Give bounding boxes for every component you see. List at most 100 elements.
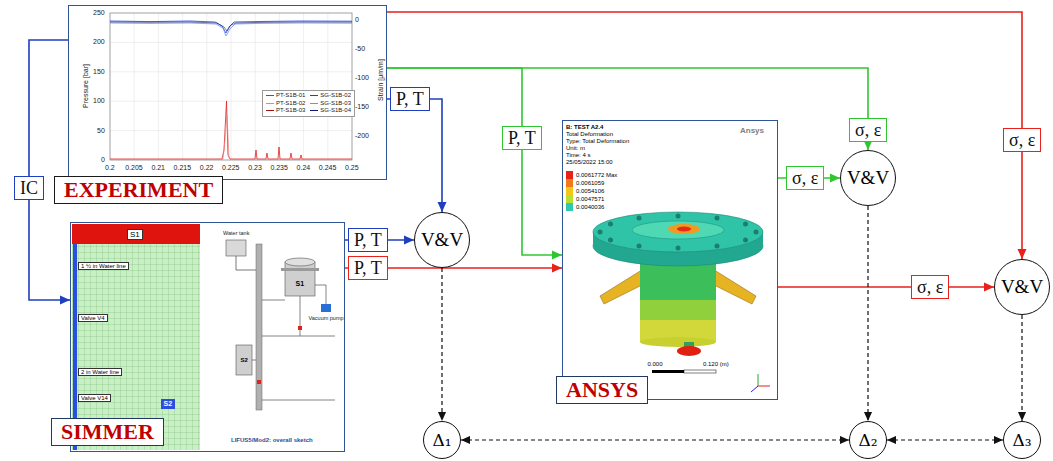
annotation: LIFUS5/Mod2: overall sketch	[231, 437, 313, 444]
legend-text: SG-S1B-02	[320, 92, 351, 100]
pressure-line	[110, 115, 352, 160]
annotation: B: TEST A2.4	[566, 124, 603, 131]
circle-label: V&V	[421, 229, 463, 251]
connector	[778, 286, 994, 288]
strain-line	[110, 23, 352, 36]
legend-item: SG-S1B-02	[310, 92, 351, 100]
vacuum-pump	[321, 304, 331, 312]
connector-label: σ, ε	[911, 275, 949, 299]
connector-label: σ, ε	[1003, 128, 1041, 152]
annotation: 1 ½ in Water line	[78, 262, 129, 271]
annotation: -200	[355, 132, 369, 140]
vessel-region	[72, 224, 200, 244]
bolts	[598, 214, 759, 251]
annotation: Valve V4	[78, 314, 108, 323]
connector-label: P, T	[348, 228, 388, 252]
connector	[1021, 315, 1022, 421]
annotation: -100	[355, 74, 369, 82]
annotation: 0.0054106	[576, 188, 604, 195]
bolt	[637, 243, 642, 248]
annotation: 0.23	[248, 164, 262, 172]
colorbar	[566, 171, 573, 179]
annotation: Strain [μm/m]	[377, 59, 385, 101]
bolt	[598, 230, 603, 235]
annotation: 0.0040036	[576, 204, 604, 211]
annotation: 0	[101, 156, 105, 164]
bolt	[743, 238, 748, 243]
legend-item: SG-S1B-03	[310, 100, 351, 108]
circle-content: V&V	[847, 167, 889, 189]
legend-item: PT-S1B-03	[266, 107, 305, 115]
connector	[29, 40, 70, 300]
simmer-panel: SIMMER	[70, 222, 345, 452]
connector	[867, 206, 868, 421]
axis-triad	[758, 374, 759, 386]
annotation: Water tank	[223, 230, 249, 236]
legend-line-sample	[310, 95, 318, 96]
colorbar	[566, 195, 573, 203]
annotation: 100	[93, 97, 105, 105]
delta-circle: Δ₁	[423, 421, 461, 459]
circle-content: V&V	[421, 229, 463, 251]
annotation: S2	[241, 357, 248, 364]
colorbar	[566, 187, 573, 195]
pipe	[315, 285, 326, 304]
annotation: Total Deformation	[566, 131, 613, 138]
annotation: 0.000	[648, 361, 663, 368]
annotation: 25/05/2022 15:00	[566, 159, 613, 166]
colorbar	[566, 203, 573, 211]
annotation: 150	[93, 68, 105, 76]
scale-bar	[684, 370, 716, 373]
annotation: 0.225	[222, 164, 240, 172]
legend-text: PT-S1B-02	[276, 100, 305, 108]
annotation: 0.245	[319, 164, 337, 172]
connector-label: P, T	[348, 256, 388, 280]
bottom-part	[677, 346, 701, 356]
annotation: -50	[355, 45, 365, 53]
connector-label: σ, ε	[849, 118, 887, 142]
connector-label: IC	[14, 176, 44, 200]
connector-label: P, T	[502, 126, 542, 150]
pressure-line	[110, 101, 352, 159]
chart-legend: PT-S1B-01PT-S1B-02PT-S1B-03 SG-S1B-02SG-S…	[262, 90, 355, 117]
axis-triad	[751, 386, 758, 392]
legend-item: PT-S1B-01	[266, 92, 305, 100]
annotation: Vacuum pump	[309, 315, 344, 321]
vessel-s2	[236, 345, 252, 375]
bolt	[754, 230, 759, 235]
connector	[387, 99, 442, 212]
annotation: 2 in Water line	[78, 368, 122, 377]
connector	[387, 68, 562, 255]
pipe	[252, 360, 256, 361]
annotation: S1	[127, 229, 143, 240]
legend-line-sample	[266, 110, 274, 111]
annotation: 250	[93, 9, 105, 17]
vv-circle: V&V	[994, 259, 1050, 315]
bolt	[743, 222, 748, 227]
annotation: 0.21	[151, 164, 165, 172]
body-bottom	[640, 337, 716, 347]
annotation: -150	[355, 103, 369, 111]
connector	[887, 439, 1003, 440]
panel-title: ANSYS	[556, 376, 648, 404]
chart-background	[68, 5, 387, 180]
connector	[387, 12, 1022, 259]
vv-circle: V&V	[840, 150, 896, 206]
scale-bar	[652, 370, 684, 373]
connector	[441, 268, 442, 421]
annotation: 0.0061772 Max	[576, 172, 617, 179]
bolt	[608, 238, 613, 243]
legend-line-sample	[310, 103, 318, 104]
annotation: 50	[97, 127, 105, 135]
vv-circle: V&V	[414, 212, 470, 268]
annotation: 0.24	[297, 164, 311, 172]
annotation: Type: Total Deformation	[566, 138, 629, 145]
legend-text: SG-S1B-03	[320, 100, 351, 108]
water-tank	[226, 240, 246, 256]
panel-title: SIMMER	[51, 418, 164, 446]
connector	[387, 68, 868, 150]
annotation: Unit: m	[566, 145, 585, 152]
annotation: Pressure [bar]	[82, 64, 90, 108]
